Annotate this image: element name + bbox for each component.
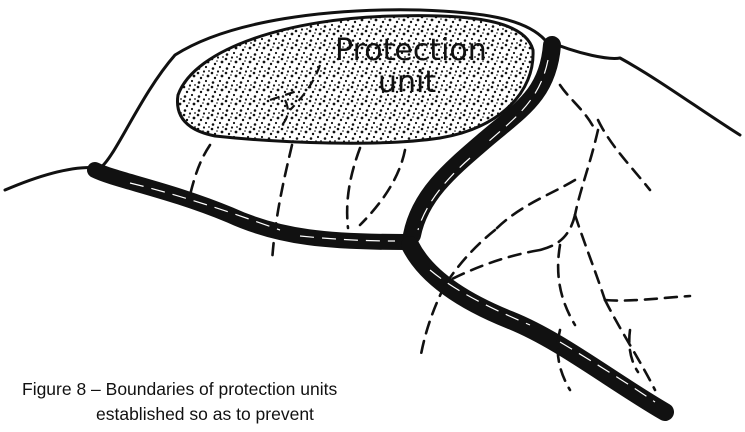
drainage-line [445, 230, 495, 285]
drainage-line [450, 250, 540, 280]
protection-unit-label: Protection [335, 33, 487, 68]
drainage-line [360, 150, 405, 225]
drainage-line [540, 215, 575, 250]
drainage-line [575, 130, 598, 215]
drainage-line [495, 180, 575, 230]
drainage-line [347, 148, 360, 228]
drainage-line [272, 145, 292, 262]
drainage-line [190, 145, 210, 195]
drainage-line [629, 330, 638, 372]
drainage-line [605, 296, 690, 301]
drainage-line [560, 85, 595, 130]
caption-line-1: Figure 8 – Boundaries of protection unit… [0, 377, 430, 402]
caption-line-2: established so as to prevent [0, 402, 430, 427]
drainage-line [598, 120, 650, 190]
drainage-line [558, 245, 575, 325]
figure-caption: Figure 8 – Boundaries of protection unit… [0, 377, 430, 427]
main-river-downstream [410, 245, 665, 412]
drainage-line [575, 215, 605, 300]
unit-label-second-line: unit [378, 65, 436, 100]
main-river-left [95, 170, 405, 242]
drainage-line [420, 285, 445, 360]
